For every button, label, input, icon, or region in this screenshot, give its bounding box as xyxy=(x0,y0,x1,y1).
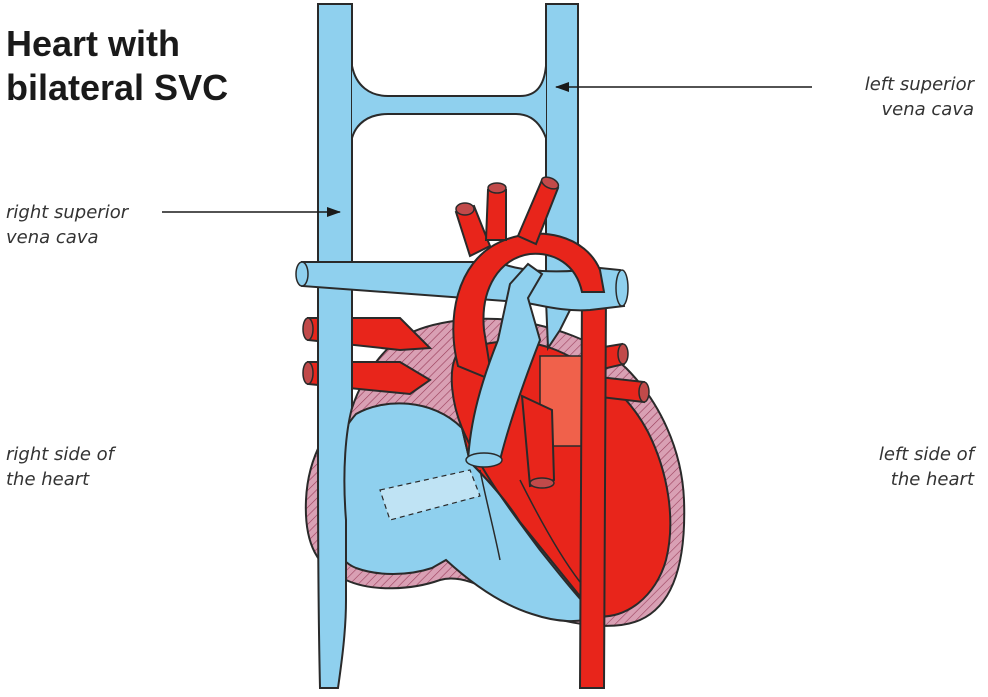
right-superior-vena-cava xyxy=(318,4,352,688)
descending-aorta xyxy=(580,290,606,688)
upper-connecting-vein xyxy=(352,66,546,138)
